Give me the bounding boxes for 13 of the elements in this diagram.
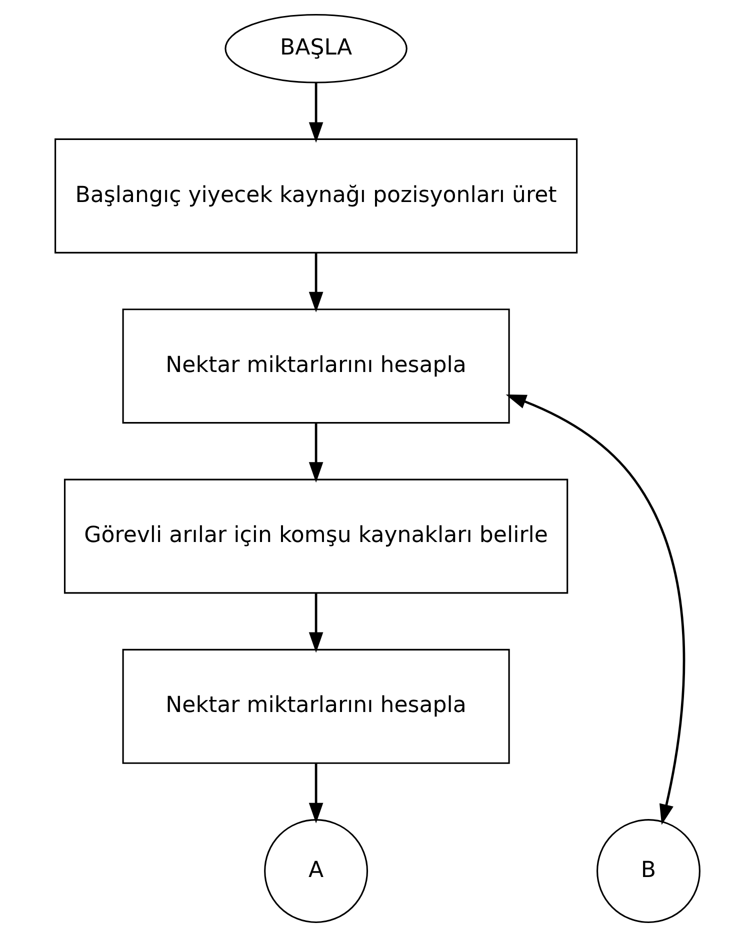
node-box: Nektar miktarlarını hesapla: [122, 648, 510, 764]
node-box: Nektar miktarlarını hesapla: [122, 308, 510, 424]
arrow: [308, 764, 323, 824]
arrow: [308, 592, 323, 653]
arrow: [308, 252, 323, 312]
node-circle: A: [264, 819, 368, 924]
arrow: [308, 422, 323, 483]
arrow: [505, 394, 685, 825]
node-circle: B: [596, 819, 700, 924]
node-ellipse: BAŞLA: [224, 14, 407, 84]
arrow: [308, 82, 323, 143]
node-box: Görevli arılar için komşu kaynakları belirle: [63, 478, 568, 594]
node-box: Başlangıç yiyecek kaynağı pozisyonları üret: [54, 138, 578, 254]
